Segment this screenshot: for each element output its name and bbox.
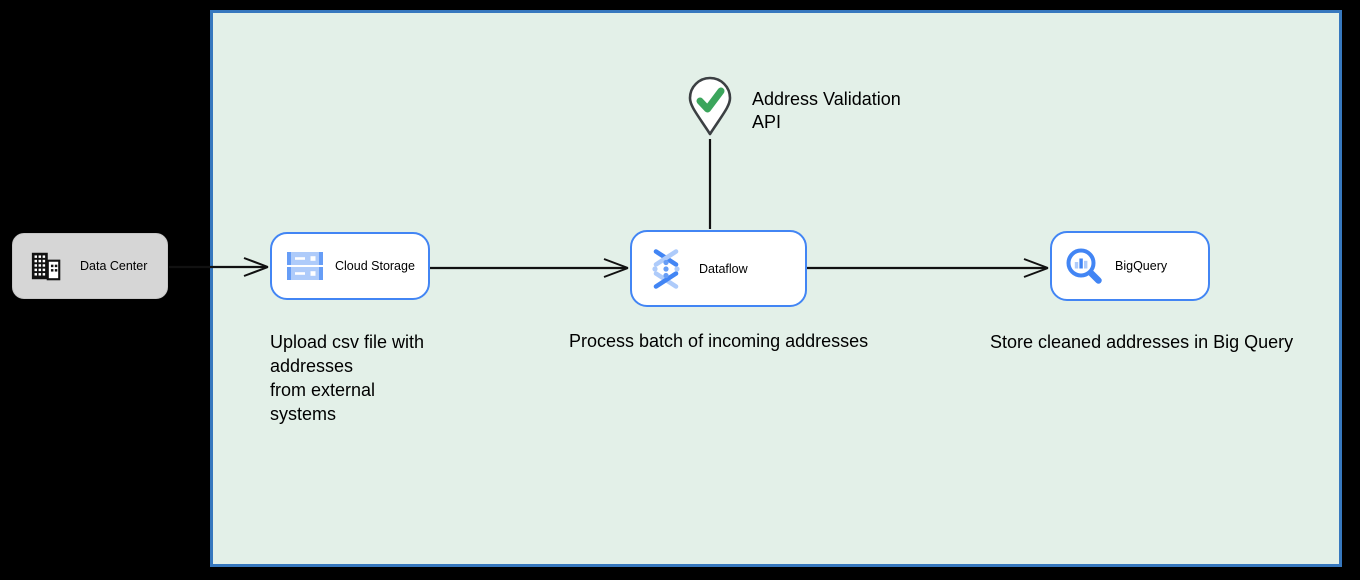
check-icon bbox=[696, 87, 725, 113]
node-cloud-storage[interactable]: Cloud Storage bbox=[270, 232, 430, 300]
annotation-line: systems bbox=[270, 404, 337, 424]
node-label-cloud-storage: Cloud Storage bbox=[335, 259, 415, 273]
annotation-line: addresses bbox=[270, 356, 354, 376]
annotation-store-cleaned: Store cleaned addresses in Big Query bbox=[990, 332, 1294, 352]
label-address-validation-api: Address Validation API bbox=[752, 88, 901, 134]
node-label-data-center: Data Center bbox=[80, 259, 148, 273]
map-pin-check-icon[interactable] bbox=[687, 75, 733, 138]
node-dataflow[interactable]: Dataflow bbox=[630, 230, 807, 307]
annotation-line: from external bbox=[270, 380, 376, 400]
bigquery-icon bbox=[1066, 248, 1102, 284]
node-label-bigquery: BigQuery bbox=[1115, 259, 1168, 273]
annotation-line: Upload csv file with bbox=[270, 332, 425, 352]
node-bigquery[interactable]: BigQuery bbox=[1050, 231, 1210, 301]
building-icon bbox=[31, 252, 61, 281]
node-label-dataflow: Dataflow bbox=[699, 261, 748, 276]
cloud-storage-icon bbox=[287, 252, 323, 280]
annotation-process-batch: Process batch of incoming addresses bbox=[569, 331, 869, 351]
dataflow-icon bbox=[652, 248, 680, 289]
annotation-upload-csv: Upload csv file with addresses from exte… bbox=[270, 330, 424, 426]
label-line: Address Validation bbox=[752, 89, 901, 109]
label-line: API bbox=[752, 112, 782, 132]
node-data-center[interactable]: Data Center bbox=[12, 233, 168, 299]
